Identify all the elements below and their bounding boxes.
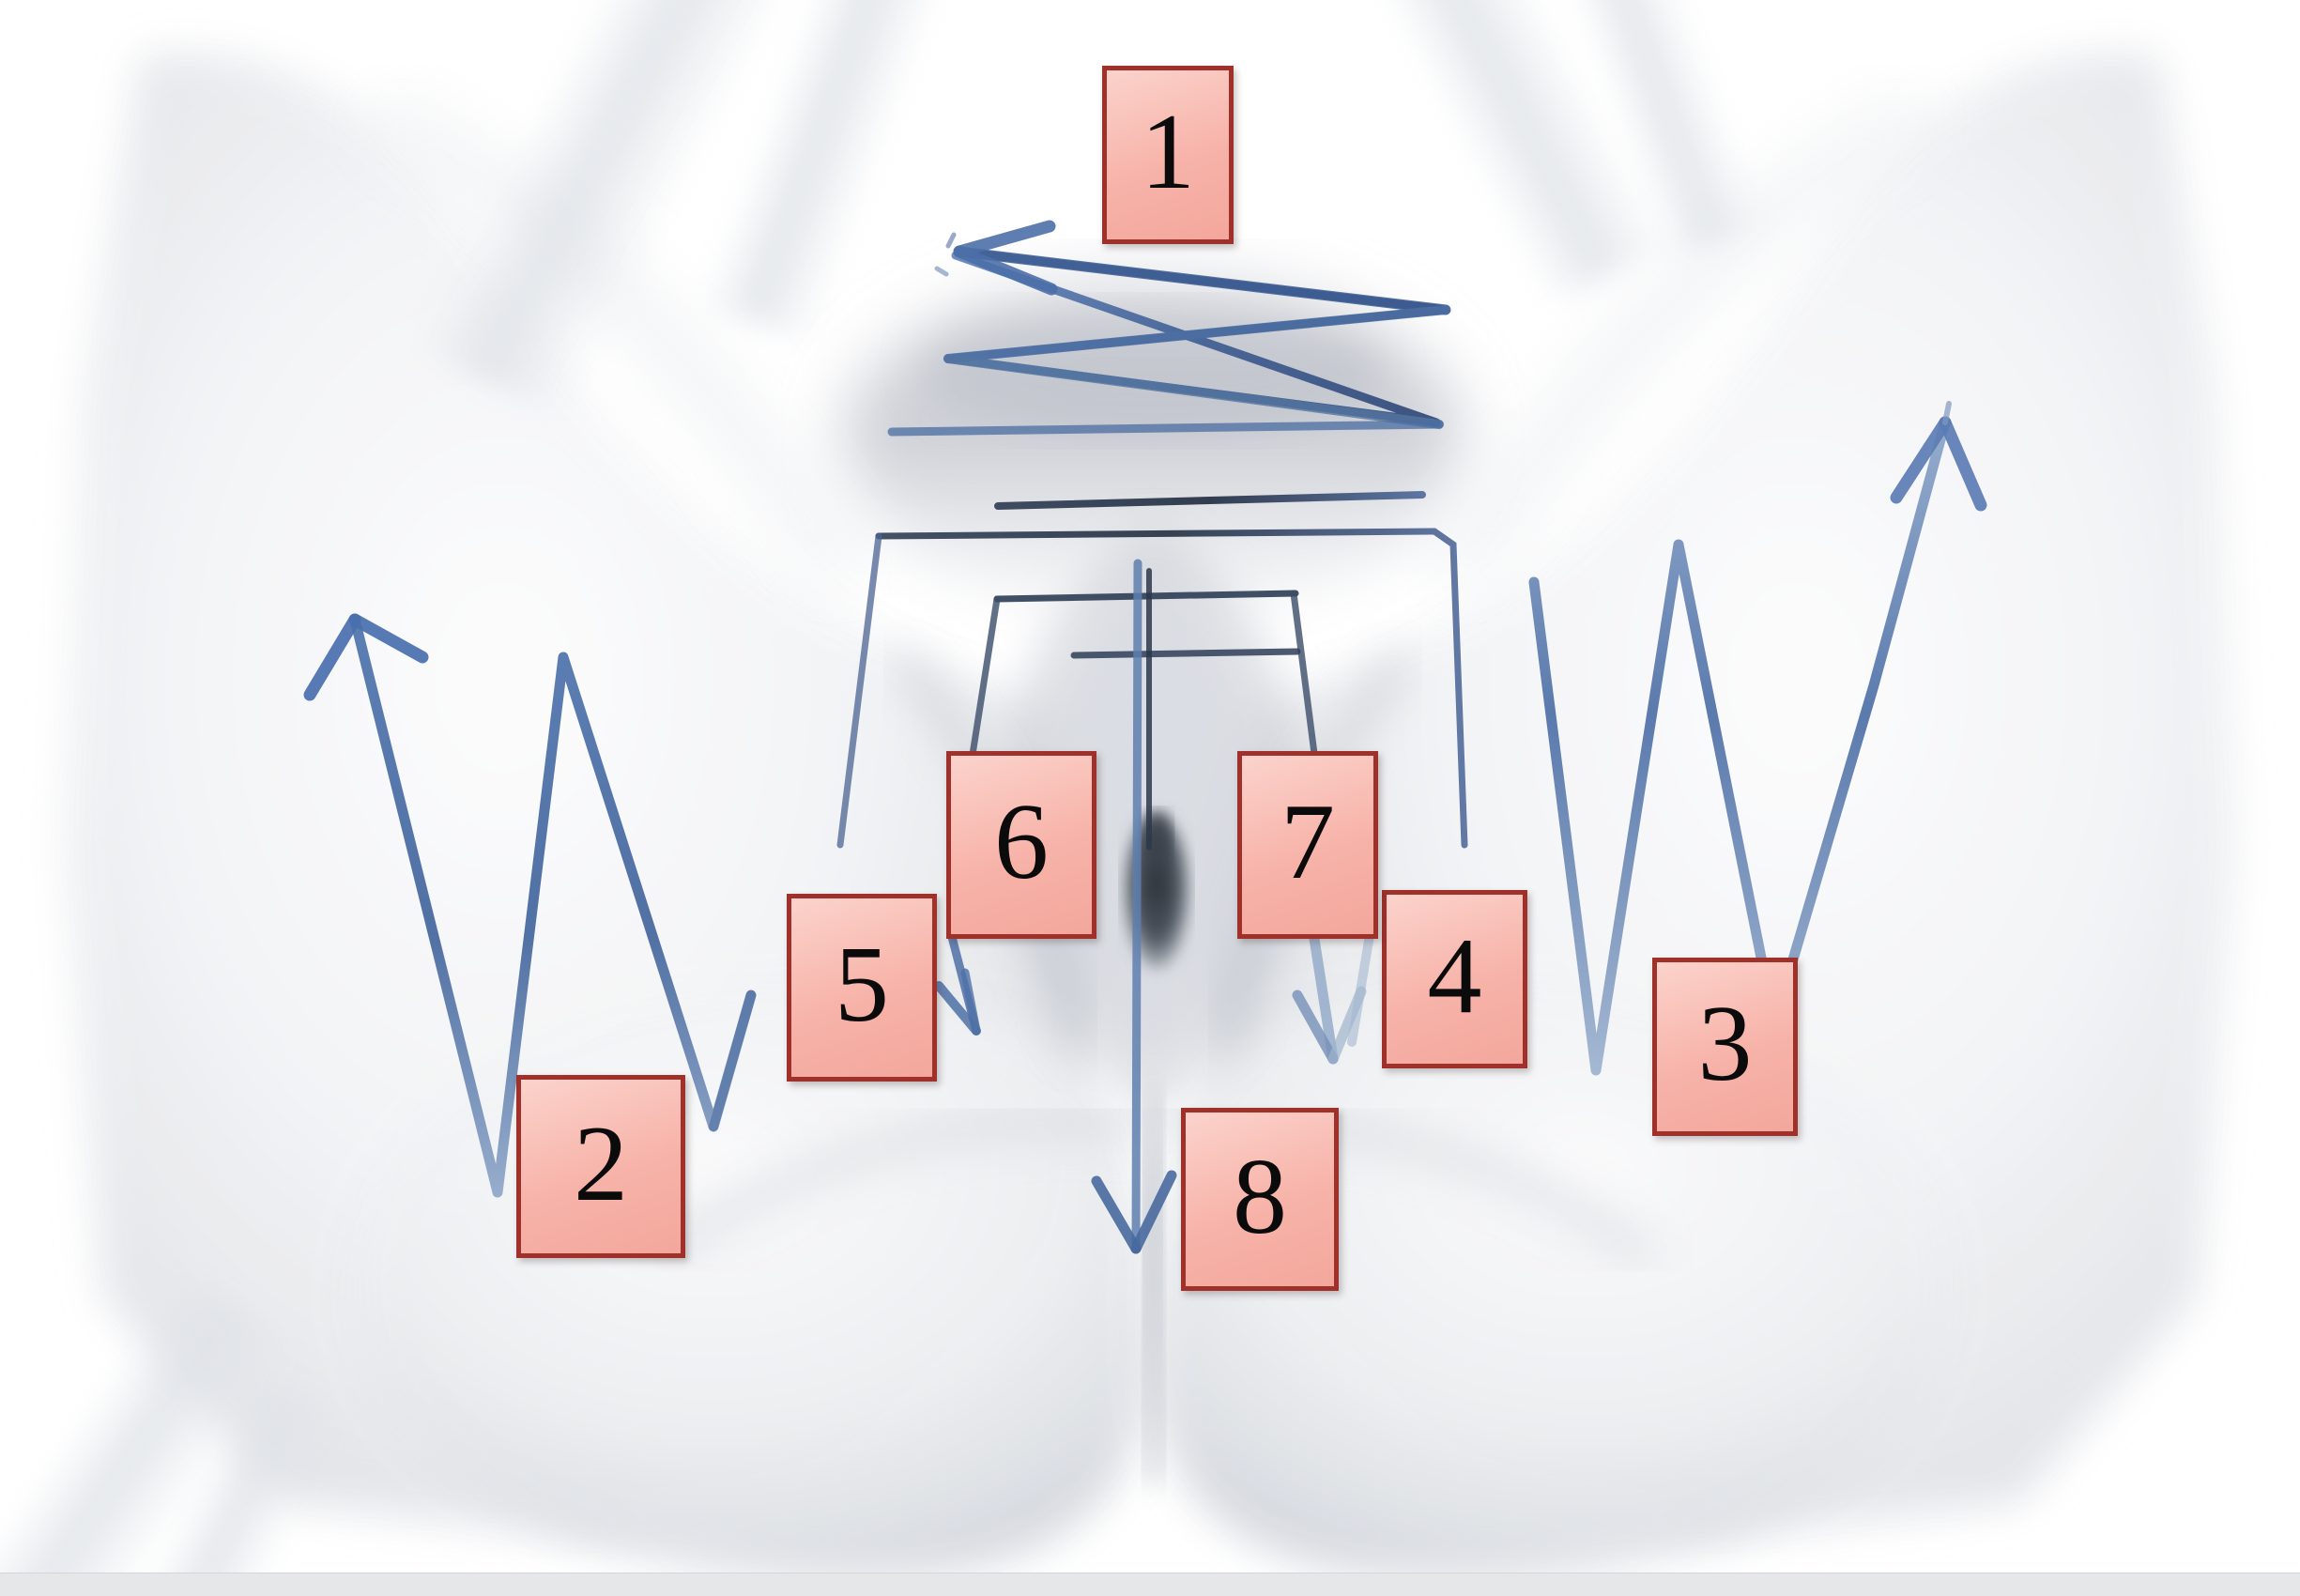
callout-number: 2 <box>574 1103 628 1224</box>
footer-bar <box>0 1573 2300 1596</box>
zigzag-arrow-top-left <box>887 220 1451 437</box>
callout-number: 7 <box>1280 782 1335 902</box>
callout-number: 6 <box>994 782 1049 902</box>
callout-number: 8 <box>1233 1136 1287 1257</box>
callout-label-5[interactable]: 5 <box>787 894 937 1082</box>
callout-label-1[interactable]: 1 <box>1102 66 1234 244</box>
zigzag-arrow-left-up <box>303 613 757 1198</box>
callout-label-4[interactable]: 4 <box>1382 890 1527 1068</box>
zigzag-arrow-right-up <box>1528 401 1987 1076</box>
nested-bracket-lines <box>836 491 1468 850</box>
callout-label-7[interactable]: 7 <box>1237 751 1378 939</box>
callout-number: 4 <box>1427 916 1482 1036</box>
callout-number: 5 <box>835 925 889 1045</box>
callout-number: 3 <box>1697 984 1753 1104</box>
callout-label-3[interactable]: 3 <box>1652 958 1798 1136</box>
callout-number: 1 <box>1141 92 1195 212</box>
arrow-down-midline <box>1091 559 1177 1254</box>
callout-label-2[interactable]: 2 <box>516 1075 685 1258</box>
callout-label-6[interactable]: 6 <box>946 751 1096 939</box>
arrow-down-right-branch <box>1292 925 1375 1065</box>
callout-label-8[interactable]: 8 <box>1181 1108 1339 1291</box>
